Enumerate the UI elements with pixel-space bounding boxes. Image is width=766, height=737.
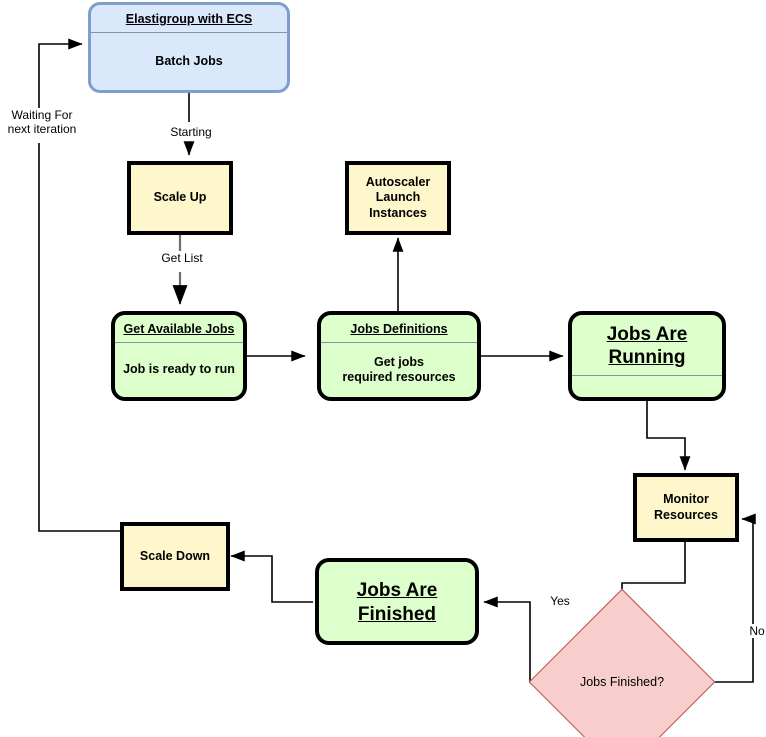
node-jobs-definitions[interactable]: Jobs Definitions Get jobs required resou… [317, 311, 481, 401]
node-jobs-definitions-title: Jobs Definitions [350, 322, 448, 336]
node-elastigroup-separator [91, 32, 287, 34]
node-scale-down-label: Scale Down [139, 548, 211, 563]
node-autoscaler-launch-instances[interactable]: Autoscaler Launch Instances [345, 161, 451, 235]
edge-jobs-are-running-to-monitor-resources [646, 401, 691, 471]
node-get-available-jobs-title: Get Available Jobs [123, 322, 235, 336]
node-scale-up-label: Scale Up [153, 190, 207, 205]
edge-label-yes: Yes [544, 594, 576, 609]
node-jobs-are-finished-title: Jobs Are Finished [356, 580, 438, 625]
node-monitor-resources-label: Monitor Resources [654, 491, 718, 522]
node-scale-up[interactable]: Scale Up [127, 161, 233, 235]
edge-label-no: No [744, 624, 766, 639]
node-scale-down[interactable]: Scale Down [120, 522, 230, 591]
edge-label-get-list: Get List [145, 251, 219, 266]
edge-label-starting: Starting [152, 125, 230, 140]
node-jobs-finished-decision[interactable]: Jobs Finished? [528, 588, 716, 737]
edge-jobs-are-finished-to-scale-down [230, 550, 313, 603]
node-elastigroup-body: Batch Jobs [155, 53, 223, 68]
node-jobs-are-running-body [572, 376, 722, 397]
node-autoscaler-label: Autoscaler Launch Instances [365, 174, 431, 220]
node-jobs-definitions-separator [321, 342, 477, 344]
node-get-available-jobs[interactable]: Get Available Jobs Job is ready to run [111, 311, 247, 401]
edge-scale-down-to-elastigroup [38, 38, 120, 532]
node-jobs-definitions-body: Get jobs required resources [342, 354, 456, 385]
node-get-available-jobs-body: Job is ready to run [123, 362, 235, 377]
node-jobs-are-running-title: Jobs Are Running [606, 324, 688, 369]
node-jobs-finished-label: Jobs Finished? [579, 675, 665, 689]
node-jobs-are-finished[interactable]: Jobs Are Finished [315, 558, 479, 645]
node-jobs-are-running[interactable]: Jobs Are Running [568, 311, 726, 401]
node-elastigroup-with-ecs[interactable]: Elastigroup with ECS Batch Jobs [88, 2, 290, 93]
node-jobs-are-running-separator [572, 375, 722, 377]
edge-jobs-finished-no-to-monitor-resources [686, 513, 756, 683]
edge-label-waiting-for-next-iteration: Waiting For next iteration [0, 108, 84, 137]
node-elastigroup-title: Elastigroup with ECS [125, 12, 253, 26]
node-get-available-jobs-separator [115, 342, 243, 344]
node-monitor-resources[interactable]: Monitor Resources [633, 473, 739, 542]
